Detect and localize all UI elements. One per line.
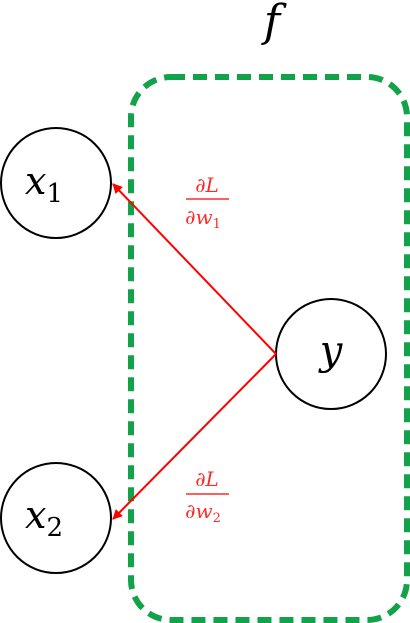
gradient-w1-numerator: ∂L	[195, 173, 219, 197]
node-x2: x2	[0, 462, 112, 574]
arrow-y-to-x1	[112, 183, 277, 355]
gradient-w2-denominator: ∂w2	[185, 499, 221, 526]
gradient-w1: ∂L ∂w1	[185, 173, 229, 232]
gradient-w1-denominator: ∂w1	[185, 205, 221, 232]
node-y-label: y	[318, 328, 344, 374]
node-x2-label: x2	[25, 493, 63, 543]
gradient-w2: ∂L ∂w2	[185, 467, 229, 526]
node-x2-circle	[0, 462, 112, 574]
node-x1-label: x1	[25, 159, 63, 209]
arrow-y-to-x2	[112, 353, 277, 520]
node-x1: x1	[0, 127, 112, 239]
function-box	[128, 74, 410, 623]
function-label: f	[261, 0, 287, 47]
gradient-w2-numerator: ∂L	[195, 467, 219, 491]
node-y: y	[275, 298, 387, 410]
node-x1-circle	[0, 127, 112, 239]
